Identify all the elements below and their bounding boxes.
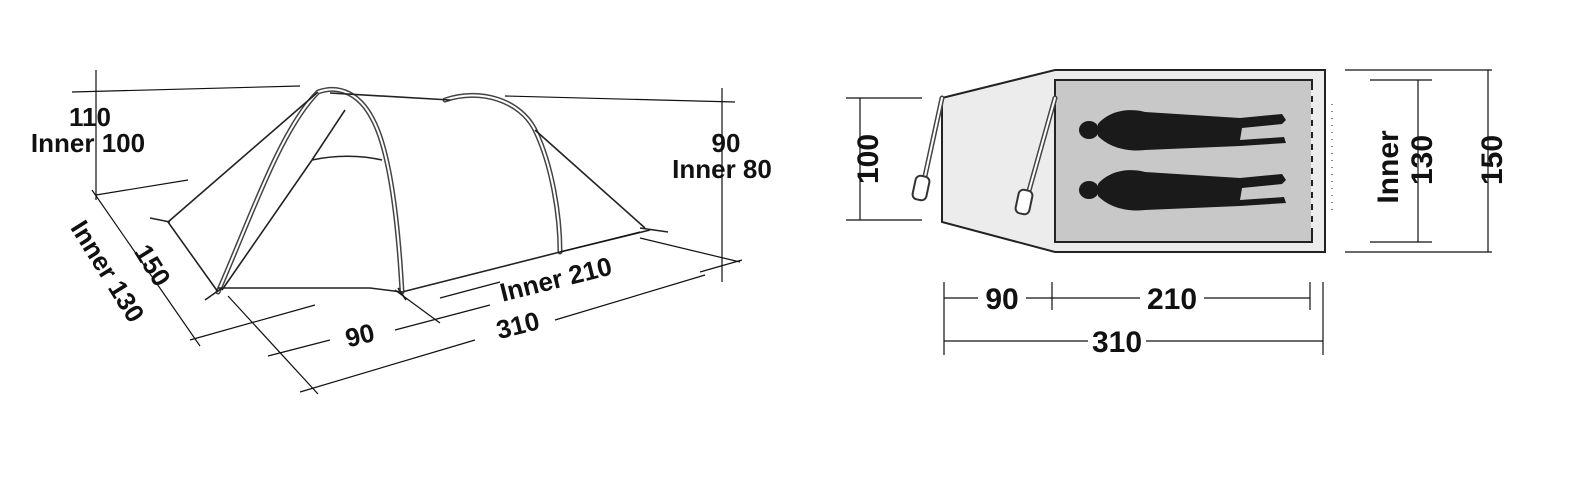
top-inner-width-label: 130 [1406, 135, 1439, 185]
top-vestibule-length-label: 90 [985, 283, 1018, 316]
top-dimension-lines [846, 69, 1492, 355]
front-height-inner-label: Inner 100 [31, 128, 145, 158]
top-total-width-label: 150 [1476, 135, 1509, 185]
total-length-label: 310 [493, 305, 542, 345]
top-inner-width-word: Inner [1372, 130, 1405, 204]
tent-body [149, 86, 669, 301]
vestibule-length-label: 90 [342, 317, 377, 353]
top-total-length-label: 310 [1092, 326, 1142, 359]
front-height-label: 110 [69, 102, 111, 132]
sleeper-figure [1079, 170, 1286, 211]
top-inner-length-label: 210 [1147, 283, 1197, 316]
sleeper-figure [1079, 110, 1286, 151]
width-inner-label: Inner 130 [65, 215, 151, 328]
top-height-label: 100 [852, 134, 885, 184]
top-view: 100 Inner 130 150 90 210 310 [846, 69, 1509, 359]
inner-length-label: Inner 210 [497, 251, 615, 308]
rear-height-inner-label: Inner 80 [672, 154, 772, 184]
rear-height-label: 90 [712, 128, 741, 158]
inner-tent-floor [1054, 79, 1313, 243]
perspective-dimension-lines [71, 70, 743, 395]
width-label: 150 [128, 239, 176, 292]
perspective-view: 110 Inner 100 90 Inner 80 150 Inner 130 … [31, 70, 772, 395]
